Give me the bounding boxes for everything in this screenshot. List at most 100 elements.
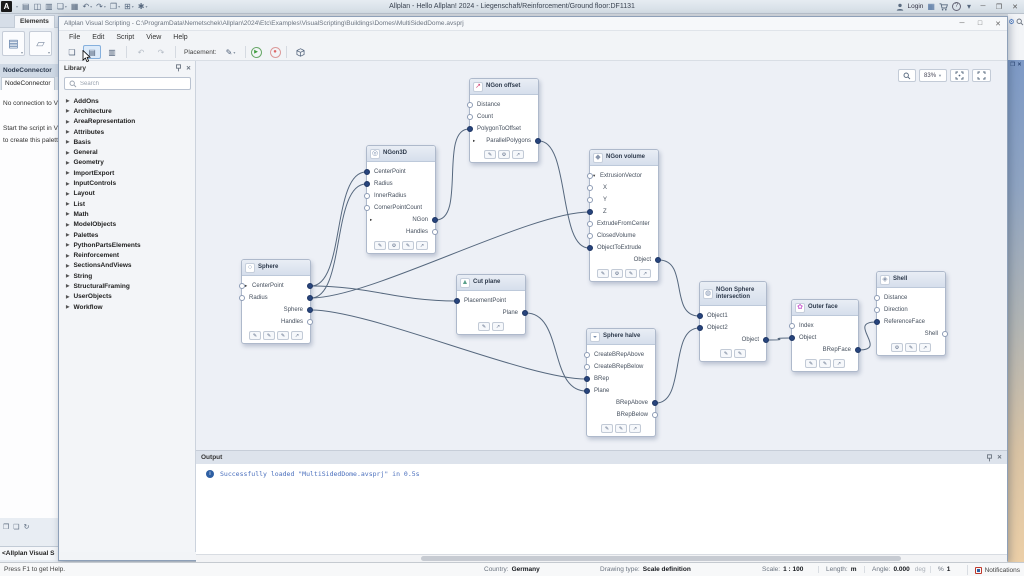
edit-button[interactable]: ✎ bbox=[402, 241, 414, 250]
node-header[interactable]: ◈Shell bbox=[877, 272, 945, 288]
new-document-icon[interactable]: ❏▾ bbox=[56, 2, 67, 11]
port-Radius[interactable] bbox=[364, 181, 370, 187]
library-item-General[interactable]: ▶General bbox=[66, 147, 195, 157]
expand-arrow-icon[interactable]: ▶ bbox=[66, 139, 70, 145]
library-item-SectionsAndViews[interactable]: ▶SectionsAndViews bbox=[66, 261, 195, 271]
pin-icon[interactable] bbox=[986, 453, 993, 462]
expand-arrow-icon[interactable]: ▶ bbox=[66, 262, 70, 268]
scrollbar-thumb[interactable] bbox=[421, 556, 901, 561]
search-icon[interactable] bbox=[1016, 18, 1024, 60]
menu-script[interactable]: Script bbox=[116, 34, 135, 41]
library-item-AddOns[interactable]: ▶AddOns bbox=[66, 96, 195, 106]
allplan-logo[interactable]: A bbox=[1, 1, 12, 12]
port-BRepFace[interactable] bbox=[855, 347, 861, 353]
port-CenterPoint[interactable] bbox=[239, 283, 245, 289]
port-CenterPoint[interactable] bbox=[364, 169, 370, 175]
gear-button[interactable]: ⚙ bbox=[498, 150, 510, 159]
new-script-button[interactable]: ❏ bbox=[68, 47, 76, 57]
expand-arrow-icon[interactable]: ▶ bbox=[66, 149, 70, 155]
port-CreateBRepAbove[interactable] bbox=[584, 352, 590, 358]
expand-arrow-icon[interactable]: ▶ bbox=[66, 201, 70, 207]
gear-button[interactable]: ⚙ bbox=[891, 343, 903, 352]
menu-help[interactable]: Help bbox=[173, 34, 188, 41]
port-Shell[interactable] bbox=[942, 331, 948, 337]
library-item-Basis[interactable]: ▶Basis bbox=[66, 137, 195, 147]
edit-button[interactable]: ✎ bbox=[249, 331, 261, 340]
port-ClosedVolume[interactable] bbox=[587, 233, 593, 239]
port-Object[interactable] bbox=[655, 257, 661, 263]
zoom-to-selection-button[interactable] bbox=[950, 69, 969, 82]
tools-icon[interactable]: ✱▾ bbox=[137, 2, 148, 11]
minimize-button[interactable]: ─ bbox=[980, 3, 986, 10]
horizontal-scrollbar[interactable] bbox=[196, 554, 1007, 562]
clipboard-icon[interactable]: ❐▾ bbox=[109, 2, 121, 11]
node-header[interactable]: ◒Sphere halve bbox=[587, 329, 655, 345]
view-grid-icon[interactable]: ⊞▾ bbox=[124, 2, 134, 11]
port-ReferenceFace[interactable] bbox=[874, 319, 880, 325]
draw-tool-button[interactable]: ▱▾ bbox=[29, 31, 52, 56]
edit-button[interactable]: ✎ bbox=[277, 331, 289, 340]
port-PlacementPoint[interactable] bbox=[454, 298, 460, 304]
expand-arrow-icon[interactable]: ▶ bbox=[66, 232, 70, 237]
expand-arrow-icon[interactable]: ▶ bbox=[66, 221, 70, 227]
expander-icon[interactable]: ▸ bbox=[370, 217, 373, 222]
window-icon[interactable]: ◫ bbox=[33, 2, 42, 11]
library-item-Reinforcement[interactable]: ▶Reinforcement bbox=[66, 250, 195, 260]
port-Distance[interactable] bbox=[874, 295, 880, 301]
port-Distance[interactable] bbox=[467, 102, 473, 108]
node-header[interactable]: ◆NGon volume bbox=[590, 150, 658, 166]
port-Plane[interactable] bbox=[522, 310, 528, 316]
expand-arrow-icon[interactable]: ▶ bbox=[66, 304, 70, 310]
expand-arrow-icon[interactable]: ▶ bbox=[66, 108, 70, 114]
library-item-Workflow[interactable]: ▶Workflow bbox=[66, 302, 195, 312]
run-button[interactable]: ↗ bbox=[629, 424, 641, 433]
edit-button[interactable]: ✎ bbox=[478, 322, 490, 331]
port-BRepBelow[interactable] bbox=[652, 412, 658, 418]
library-item-String[interactable]: ▶String bbox=[66, 271, 195, 281]
expand-arrow-icon[interactable]: ▶ bbox=[66, 159, 70, 165]
port-CornerPointCount[interactable] bbox=[364, 205, 370, 211]
run-button[interactable]: ↗ bbox=[833, 359, 845, 368]
save-icon[interactable]: ▥ bbox=[45, 2, 53, 11]
run-button[interactable]: ↗ bbox=[639, 269, 651, 278]
library-item-List[interactable]: ▶List bbox=[66, 199, 195, 209]
port-Object[interactable] bbox=[763, 337, 769, 343]
port-Radius[interactable] bbox=[307, 295, 313, 301]
run-button[interactable]: ↗ bbox=[291, 331, 303, 340]
library-item-Math[interactable]: ▶Math bbox=[66, 209, 195, 219]
close-icon[interactable]: ✕ bbox=[996, 455, 1002, 461]
port-BRepAbove[interactable] bbox=[652, 400, 658, 406]
edit-button[interactable]: ✎ bbox=[805, 359, 817, 368]
edit-button[interactable]: ✎ bbox=[484, 150, 496, 159]
tab-allplan-visual-scripting[interactable]: <Allplan Visual S bbox=[0, 546, 58, 560]
port-CreateBRepBelow[interactable] bbox=[584, 364, 590, 370]
menu-view[interactable]: View bbox=[146, 34, 162, 41]
redo-icon[interactable]: ↷▾ bbox=[96, 2, 106, 11]
library-item-Geometry[interactable]: ▶Geometry bbox=[66, 158, 195, 168]
expand-arrow-icon[interactable]: ▶ bbox=[66, 180, 70, 186]
library-item-AreaRepresentation[interactable]: ▶AreaRepresentation bbox=[66, 117, 195, 127]
library-item-InputControls[interactable]: ▶InputControls bbox=[66, 178, 195, 188]
vs-titlebar[interactable]: Allplan Visual Scripting - C:\ProgramDat… bbox=[59, 17, 1007, 31]
library-list-button[interactable]: ▤▾ bbox=[2, 31, 25, 56]
restore-button[interactable]: ❐ bbox=[995, 3, 1003, 11]
port-Sphere[interactable] bbox=[307, 307, 313, 313]
port-Object[interactable] bbox=[789, 335, 795, 341]
library-item-ModelObjects[interactable]: ▶ModelObjects bbox=[66, 220, 195, 230]
zoom-level-dropdown[interactable]: 83% ▼ bbox=[919, 69, 947, 82]
expand-arrow-icon[interactable]: ▶ bbox=[66, 242, 70, 248]
port-Z[interactable] bbox=[587, 209, 593, 215]
undo-button[interactable]: ↶ bbox=[137, 47, 145, 57]
apps-grid-icon[interactable]: ▦ bbox=[927, 2, 935, 11]
edit-button[interactable]: ✎ bbox=[601, 424, 613, 433]
pin-icon[interactable] bbox=[175, 64, 182, 72]
library-search-input[interactable] bbox=[80, 80, 180, 87]
port-CenterPoint[interactable] bbox=[307, 283, 313, 289]
port-ExtrusionVector[interactable] bbox=[587, 173, 593, 179]
node-header[interactable]: ▲Cut plane bbox=[457, 275, 525, 291]
